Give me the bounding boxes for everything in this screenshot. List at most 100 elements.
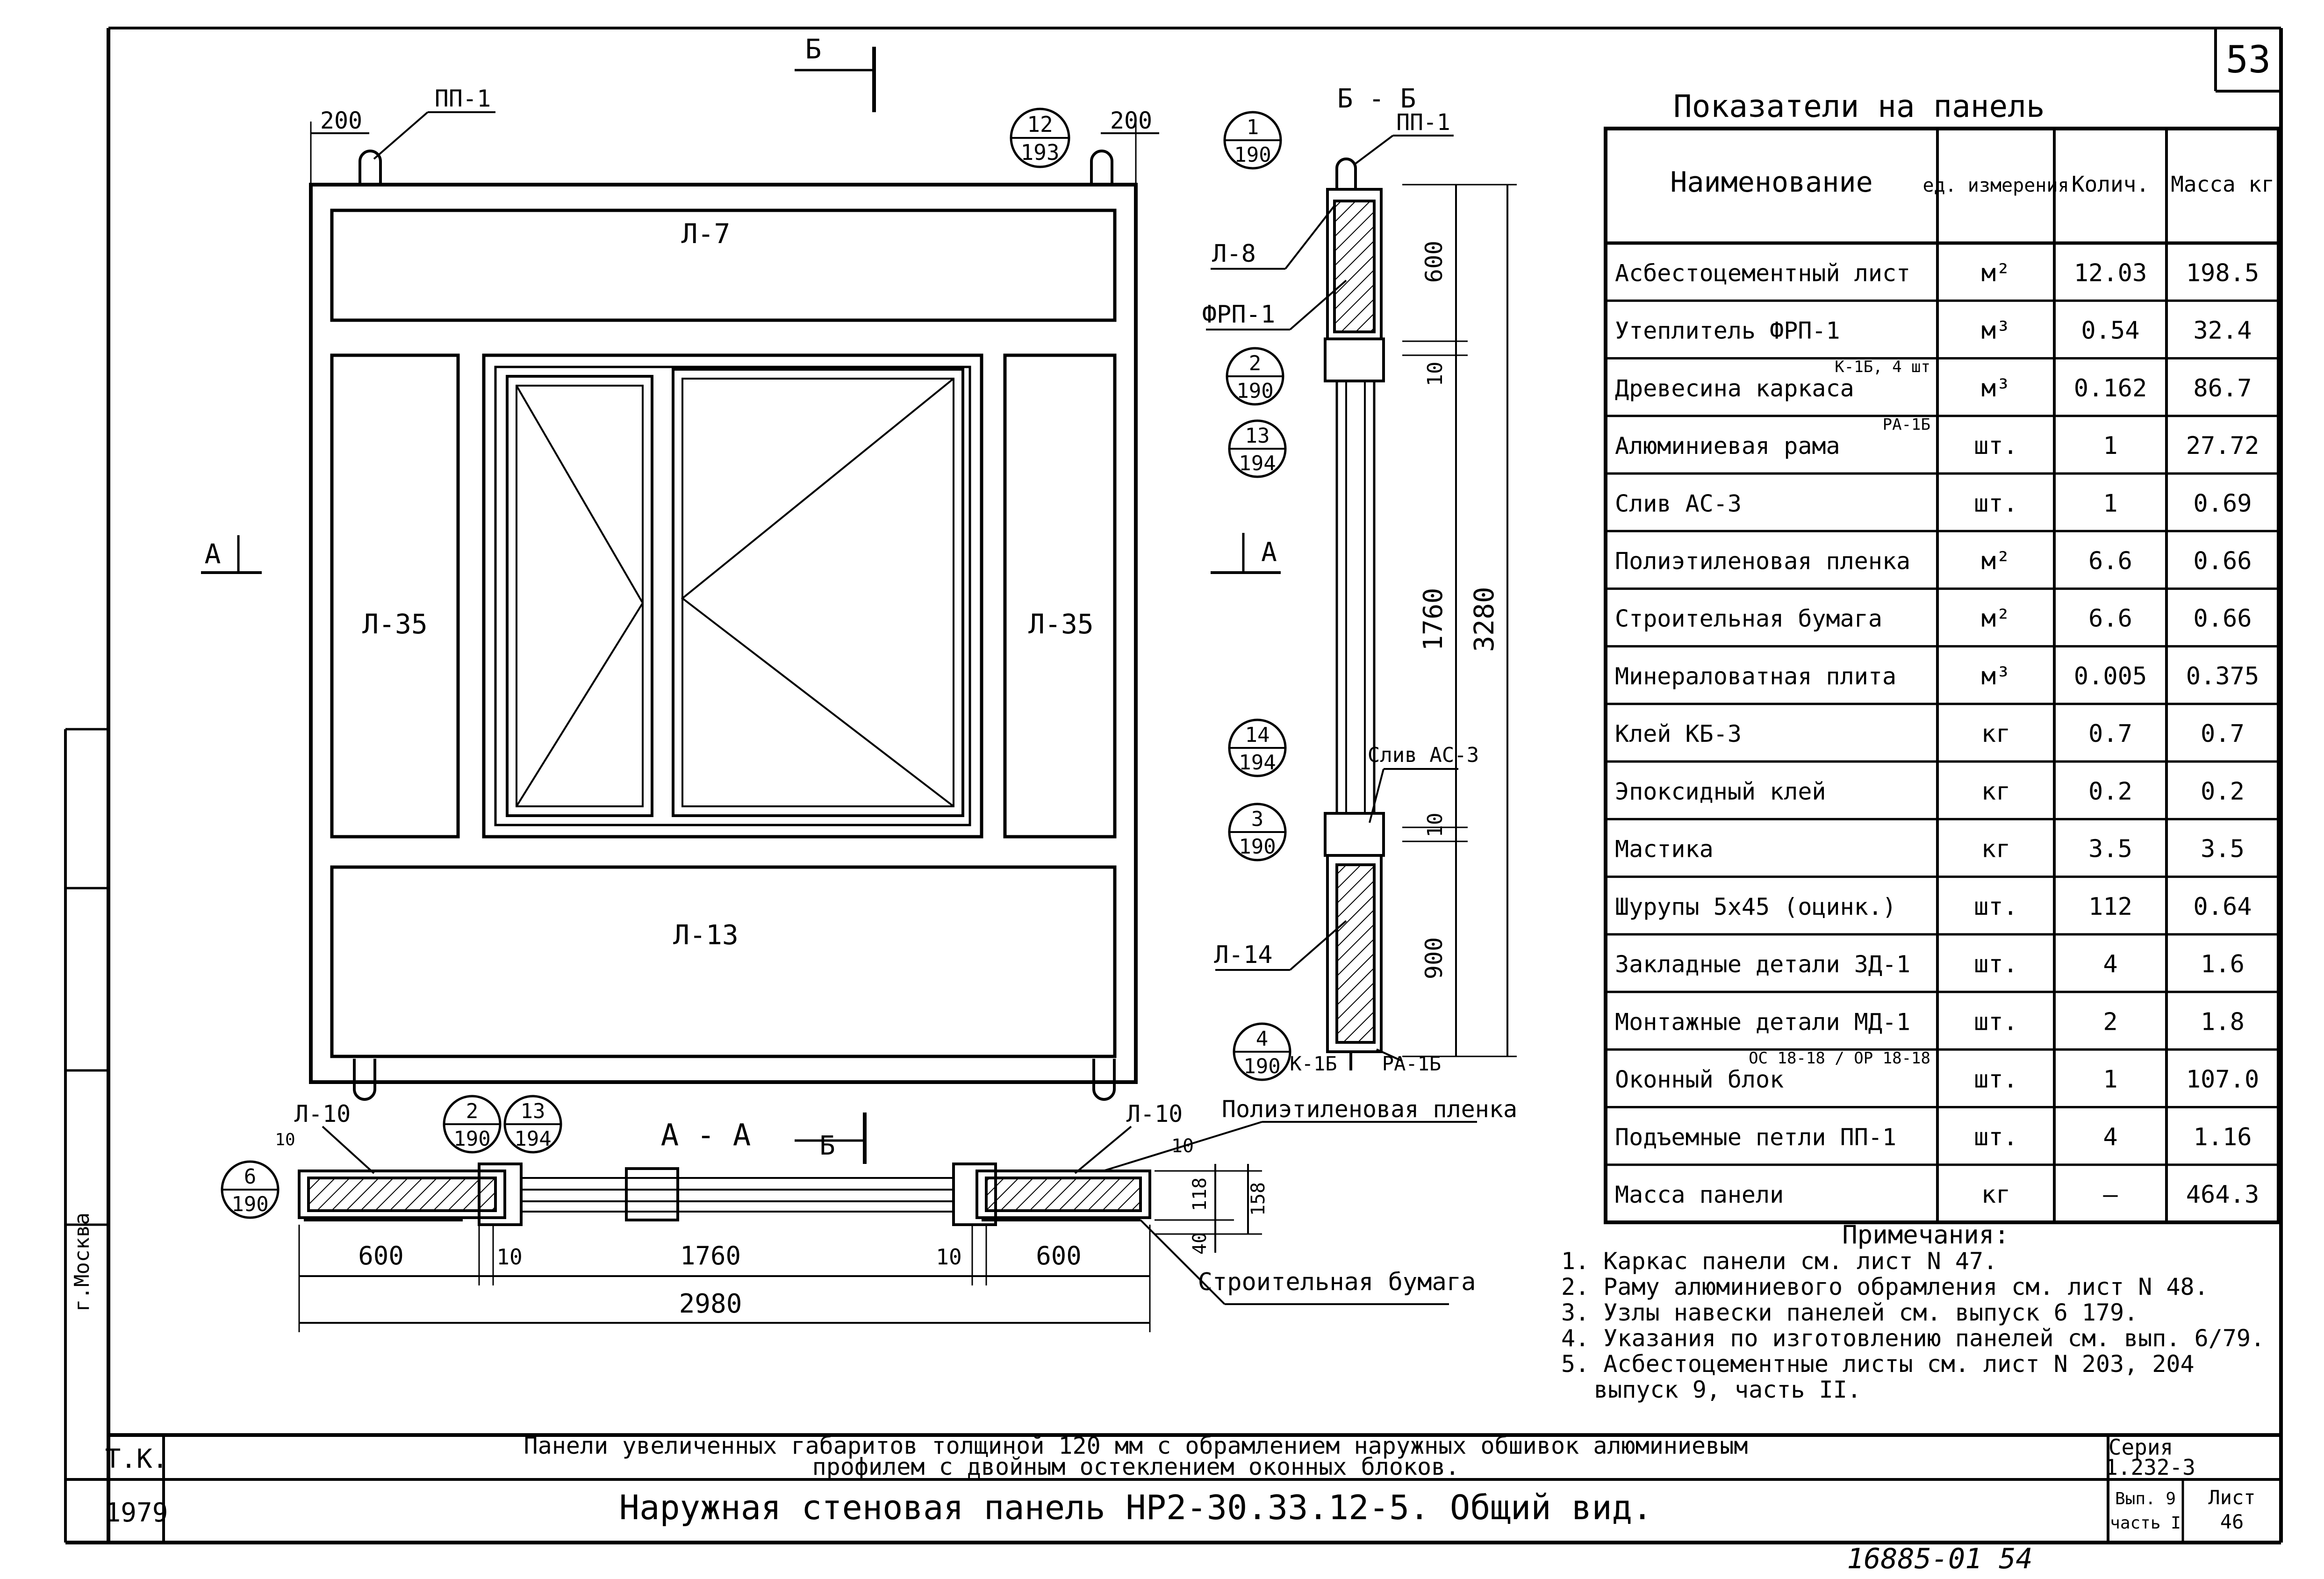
aa-dim-2980: 2980 [679,1289,742,1319]
aa-label-l10-left: Л-10 [294,1100,351,1127]
insulation-top [1333,200,1376,333]
table-cell-unit: м³ [1981,374,2011,402]
table-cell-qty: 6.6 [2088,605,2132,633]
callout-13-194: 13 194 [1228,419,1287,478]
tb-series-label: Серия [2109,1435,2173,1460]
table-cell-name: Утеплитель ФРП-1 [1615,317,1840,345]
tb-title: Наружная стеновая панель НР2-30.33.12-5.… [619,1488,1653,1527]
aa-dim-600-left: 600 [358,1241,404,1270]
window-frame-inner [494,366,971,826]
svg-text:190: 190 [1234,143,1271,167]
table-cell-mass: 0.64 [2193,893,2252,921]
section-aa-title: А - А [661,1118,751,1153]
section-mark-a-left: А [205,538,221,570]
page-number: 53 [2226,38,2271,81]
callout-4-190: 4 190 [1233,1022,1291,1081]
svg-text:13: 13 [521,1099,545,1123]
note-5: 5. Асбестоцементные листы см. лист N 203… [1561,1350,2195,1378]
svg-text:2: 2 [1249,352,1262,375]
table-cell-name: Слив АС-3 [1615,490,1742,517]
section-mark-a-bb: А [1261,537,1277,567]
aa-dim-10-small-right: 10 [1171,1135,1194,1157]
dim-200-left: 200 [320,107,362,134]
aa-label-paper: Строительная бумага [1198,1268,1476,1296]
lifting-loop [1090,150,1113,185]
aa-label-l10-right: Л-10 [1126,1100,1183,1127]
panel-elevation: Л-7 Л-35 Л-35 Л-13 200 200 [201,33,1159,1101]
table-cell-name: Минераловатная плита [1615,663,1896,690]
dim-10-v-b: 10 [1423,813,1447,838]
table-cell-unit: м² [1981,259,2011,287]
loop-label: ПП-1 [435,85,491,112]
panel-outline [309,183,1138,1084]
window-frame-outer [482,353,983,839]
label-k1b: К-1Б [1290,1052,1337,1075]
table-cell-qty: 1 [2103,432,2117,460]
table-cell-name: Закладные детали ЗД-1 [1615,951,1910,978]
table-cell-mass: 0.375 [2186,662,2259,690]
title-block: Т.К. 1979 Панели увеличенных габаритов т… [65,1432,2281,1543]
table-cell-qty: 0.7 [2088,720,2132,748]
callout-aa-2-190: 2 190 [443,1095,502,1154]
table-cell-qty: 0.005 [2074,662,2147,690]
svg-text:194: 194 [1239,452,1276,475]
table-cell-unit: шт. [1974,1008,2018,1036]
table-cell-qty: 112 [2088,893,2132,921]
tb-part: часть I [2110,1514,2181,1533]
table-cell-unit: кг [1981,777,2011,805]
table-cell-name: Эпоксидный клей [1615,778,1826,805]
table-cell-mass: 32.4 [2193,317,2252,345]
label-l13: Л-13 [673,919,739,951]
dim-10-v-a: 10 [1423,362,1447,387]
table-cell-note: ОС 18-18 / ОР 18-18 [1749,1049,1930,1068]
table-cell-name: Шурупы 5х45 (оцинк.) [1615,893,1896,920]
table-cell-name: Оконный блок [1615,1066,1784,1093]
svg-text:190: 190 [453,1127,490,1151]
tb-sheet-label: Лист [2208,1486,2255,1509]
section-aa: А - А Б Л-10 Л-10 Полиэтиленовая пленка … [221,1095,1517,1332]
table-cell-name: Клей КБ-3 [1615,720,1742,747]
dim-1760-v: 1760 [1418,588,1449,651]
label-l14: Л-14 [1214,941,1272,969]
svg-text:4: 4 [1256,1027,1269,1051]
svg-text:194: 194 [514,1127,551,1151]
aa-dim-158: 158 [1248,1182,1269,1216]
th-unit: ед. измерения [1922,175,2069,196]
callout-aa-13-194: 13 194 [503,1095,562,1154]
side-label-city: г.Москва [70,1213,94,1312]
note-2: 2. Раму алюминиевого обрамления см. лист… [1561,1273,2209,1300]
aa-dim-600-right: 600 [1036,1241,1082,1270]
table-cell-unit: шт. [1974,489,2018,517]
svg-text:14: 14 [1245,723,1270,747]
table-cell-unit: кг [1981,1181,2011,1209]
svg-text:13: 13 [1245,424,1270,448]
table-cell-qty: 1 [2103,1066,2117,1094]
table-cell-name: Мастика [1615,836,1714,863]
table-title: Показатели на панель [1673,88,2045,124]
table-cell-mass: 1.16 [2193,1123,2252,1151]
lifting-loop [359,150,382,185]
table-cell-mass: 464.3 [2186,1181,2259,1209]
tb-desc-1: Панели увеличенных габаритов толщиной 12… [524,1432,1748,1459]
aa-panel-left [307,1177,497,1212]
aa-dim-10-right: 10 [936,1244,961,1270]
tb-org: Т.К. [105,1444,168,1474]
dim-600-v: 600 [1420,241,1448,283]
table-cell-name: Подъемные петли ПП-1 [1615,1124,1896,1151]
table-cell-name: Полиэтиленовая пленка [1615,548,1910,575]
svg-text:3: 3 [1251,807,1264,831]
table-cell-qty: 12.03 [2074,259,2147,287]
table-cell-name: Монтажные детали МД-1 [1615,1008,1910,1035]
window-sash-left [506,375,653,817]
table-cell-mass: 107.0 [2186,1066,2259,1094]
table-cell-qty: 0.54 [2081,317,2139,345]
table-cell-unit: шт. [1974,1066,2018,1094]
svg-text:194: 194 [1239,751,1276,775]
table-cell-unit: шт. [1974,432,2018,460]
table-cell-name: Асбестоцементный лист [1615,259,1910,287]
table-cell-unit: шт. [1974,1123,2018,1151]
table-cell-qty: 4 [2103,1123,2117,1151]
svg-text:190: 190 [1243,1055,1280,1078]
table-cell-mass: 0.7 [2201,720,2245,748]
